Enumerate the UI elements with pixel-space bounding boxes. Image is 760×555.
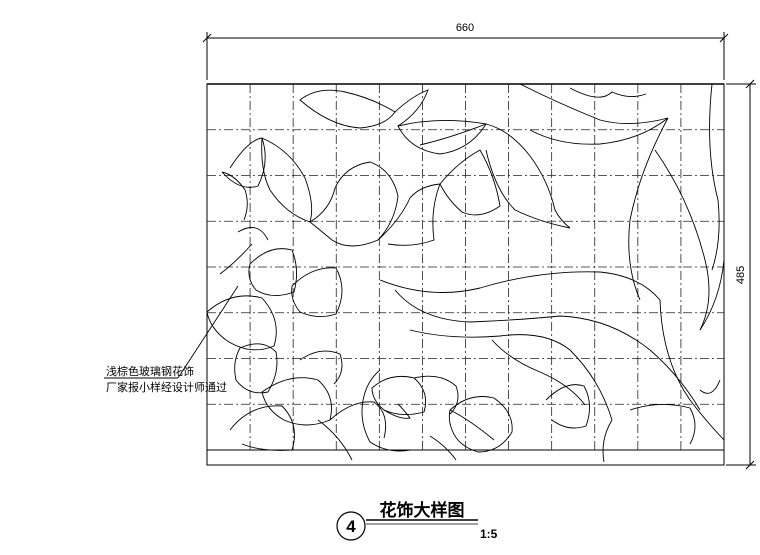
floral-ornament (206, 83, 725, 463)
tile-grid (207, 84, 724, 450)
detail-number: 4 (346, 517, 356, 536)
height-dimension (726, 79, 756, 470)
width-dimension-label: 660 (456, 22, 474, 34)
note-leader (104, 285, 239, 379)
title-block (336, 511, 478, 541)
note-line-2: 厂家报小样经设计师通过 (106, 380, 227, 394)
height-dimension-label: 485 (735, 266, 747, 284)
drawing-title: 花饰大样图 (380, 500, 465, 521)
drawing-scale: 1:5 (480, 527, 498, 541)
note-line-1: 浅棕色玻璃钢花饰 (106, 364, 194, 378)
width-dimension (202, 32, 729, 80)
detail-number-circle (336, 511, 366, 541)
